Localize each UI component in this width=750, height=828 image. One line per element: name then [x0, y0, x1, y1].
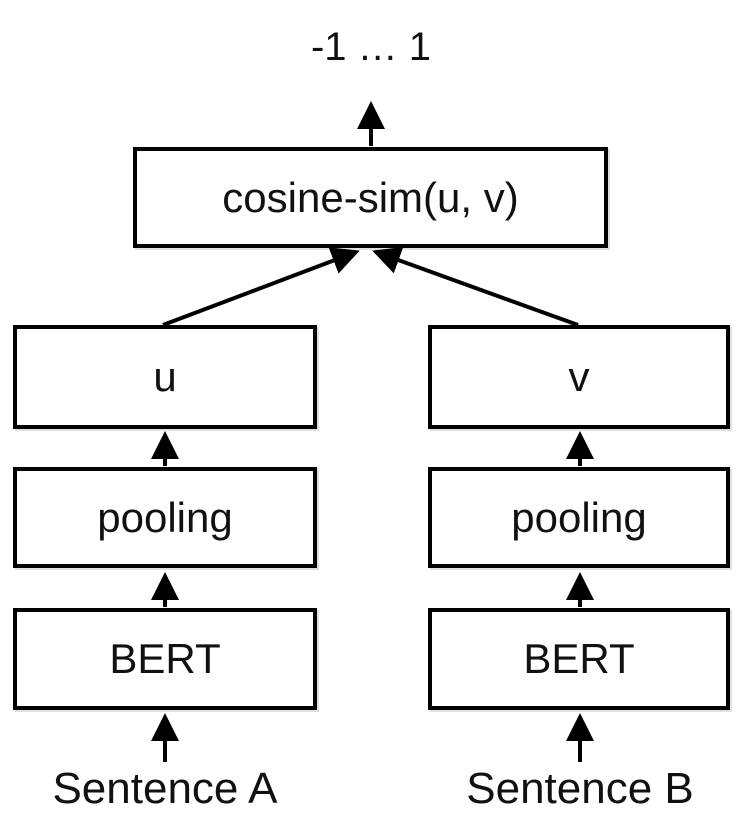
cosine-sim-box: cosine-sim(u, v)	[133, 147, 608, 248]
bert-box-left: BERT	[13, 608, 317, 710]
u-embedding-box: u	[13, 325, 317, 429]
output-range-label: -1 … 1	[310, 25, 432, 69]
bert-label-left: BERT	[109, 635, 221, 682]
pooling-box-left: pooling	[13, 467, 317, 568]
pooling-label-right: pooling	[511, 493, 647, 541]
u-embedding-label: u	[153, 353, 177, 400]
v-embedding-label: v	[568, 353, 590, 400]
sentence-a-label: Sentence A	[52, 764, 278, 813]
arrow-u-to-cosine	[162, 247, 360, 327]
cosine-sim-box-label: cosine-sim(u, v)	[222, 173, 519, 221]
arrow-v-to-cosine	[372, 246, 579, 327]
v-embedding-box: v	[428, 325, 730, 429]
bert-label-right: BERT	[523, 635, 635, 682]
bert-box-right: BERT	[428, 608, 730, 710]
sentence-b-label: Sentence B	[466, 764, 694, 813]
pooling-label-left: pooling	[97, 493, 233, 541]
pooling-box-right: pooling	[428, 467, 730, 568]
